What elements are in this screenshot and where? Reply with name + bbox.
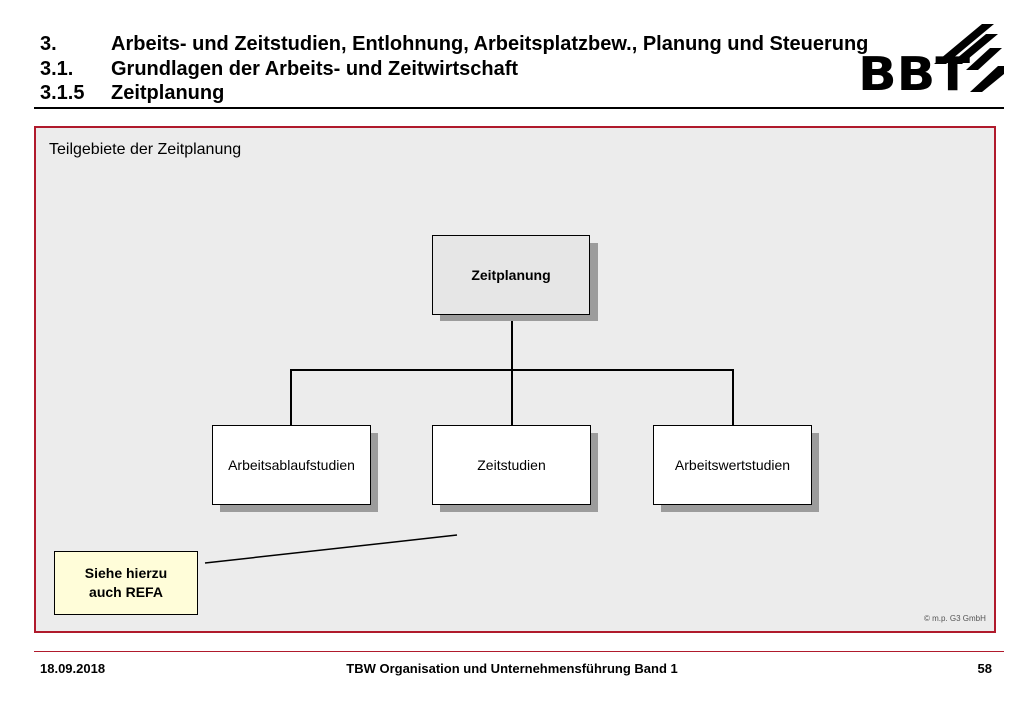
diagram-title: Teilgebiete der Zeitplanung (49, 141, 242, 158)
node-label: Arbeitsablaufstudien (228, 457, 355, 473)
page-number: 58 (977, 661, 992, 676)
node-arbeitsablaufstudien: Arbeitsablaufstudien (212, 425, 371, 505)
node-label: Zeitplanung (471, 267, 551, 283)
bbt-logo: BBT (858, 24, 1004, 101)
refa-note: Siehe hierzu auch REFA (54, 551, 198, 615)
node-label: Zeitstudien (477, 457, 546, 473)
node-zeitplanung: Zeitplanung (432, 235, 590, 315)
header-divider (34, 107, 1004, 109)
section-title: Grundlagen der Arbeits- und Zeitwirtscha… (111, 58, 519, 80)
section-number: 3.1.5 (40, 82, 85, 104)
connector-middle (511, 369, 513, 426)
section-title: Zeitplanung (111, 82, 225, 104)
footer-date: 18.09.2018 (40, 661, 106, 676)
logo-text: BBT (858, 47, 971, 101)
diagram-panel (34, 126, 996, 633)
connector-root-down (511, 314, 513, 370)
note-line-1: Siehe hierzu (84, 565, 168, 581)
footer-divider (34, 651, 1004, 652)
copyright-text: © m.p. G3 GmbH (924, 614, 986, 623)
section-number: 3. (40, 33, 57, 55)
note-line-2: auch REFA (89, 584, 163, 600)
connector-right (732, 369, 734, 426)
section-title: Arbeits- und Zeitstudien, Entlohnung, Ar… (111, 33, 869, 55)
footer-title: TBW Organisation und Unternehmensführung… (346, 661, 678, 676)
node-arbeitswertstudien: Arbeitswertstudien (653, 425, 812, 505)
node-label: Arbeitswertstudien (674, 457, 791, 473)
section-number: 3.1. (40, 58, 74, 80)
node-zeitstudien: Zeitstudien (432, 425, 591, 505)
connector-left (290, 369, 292, 426)
